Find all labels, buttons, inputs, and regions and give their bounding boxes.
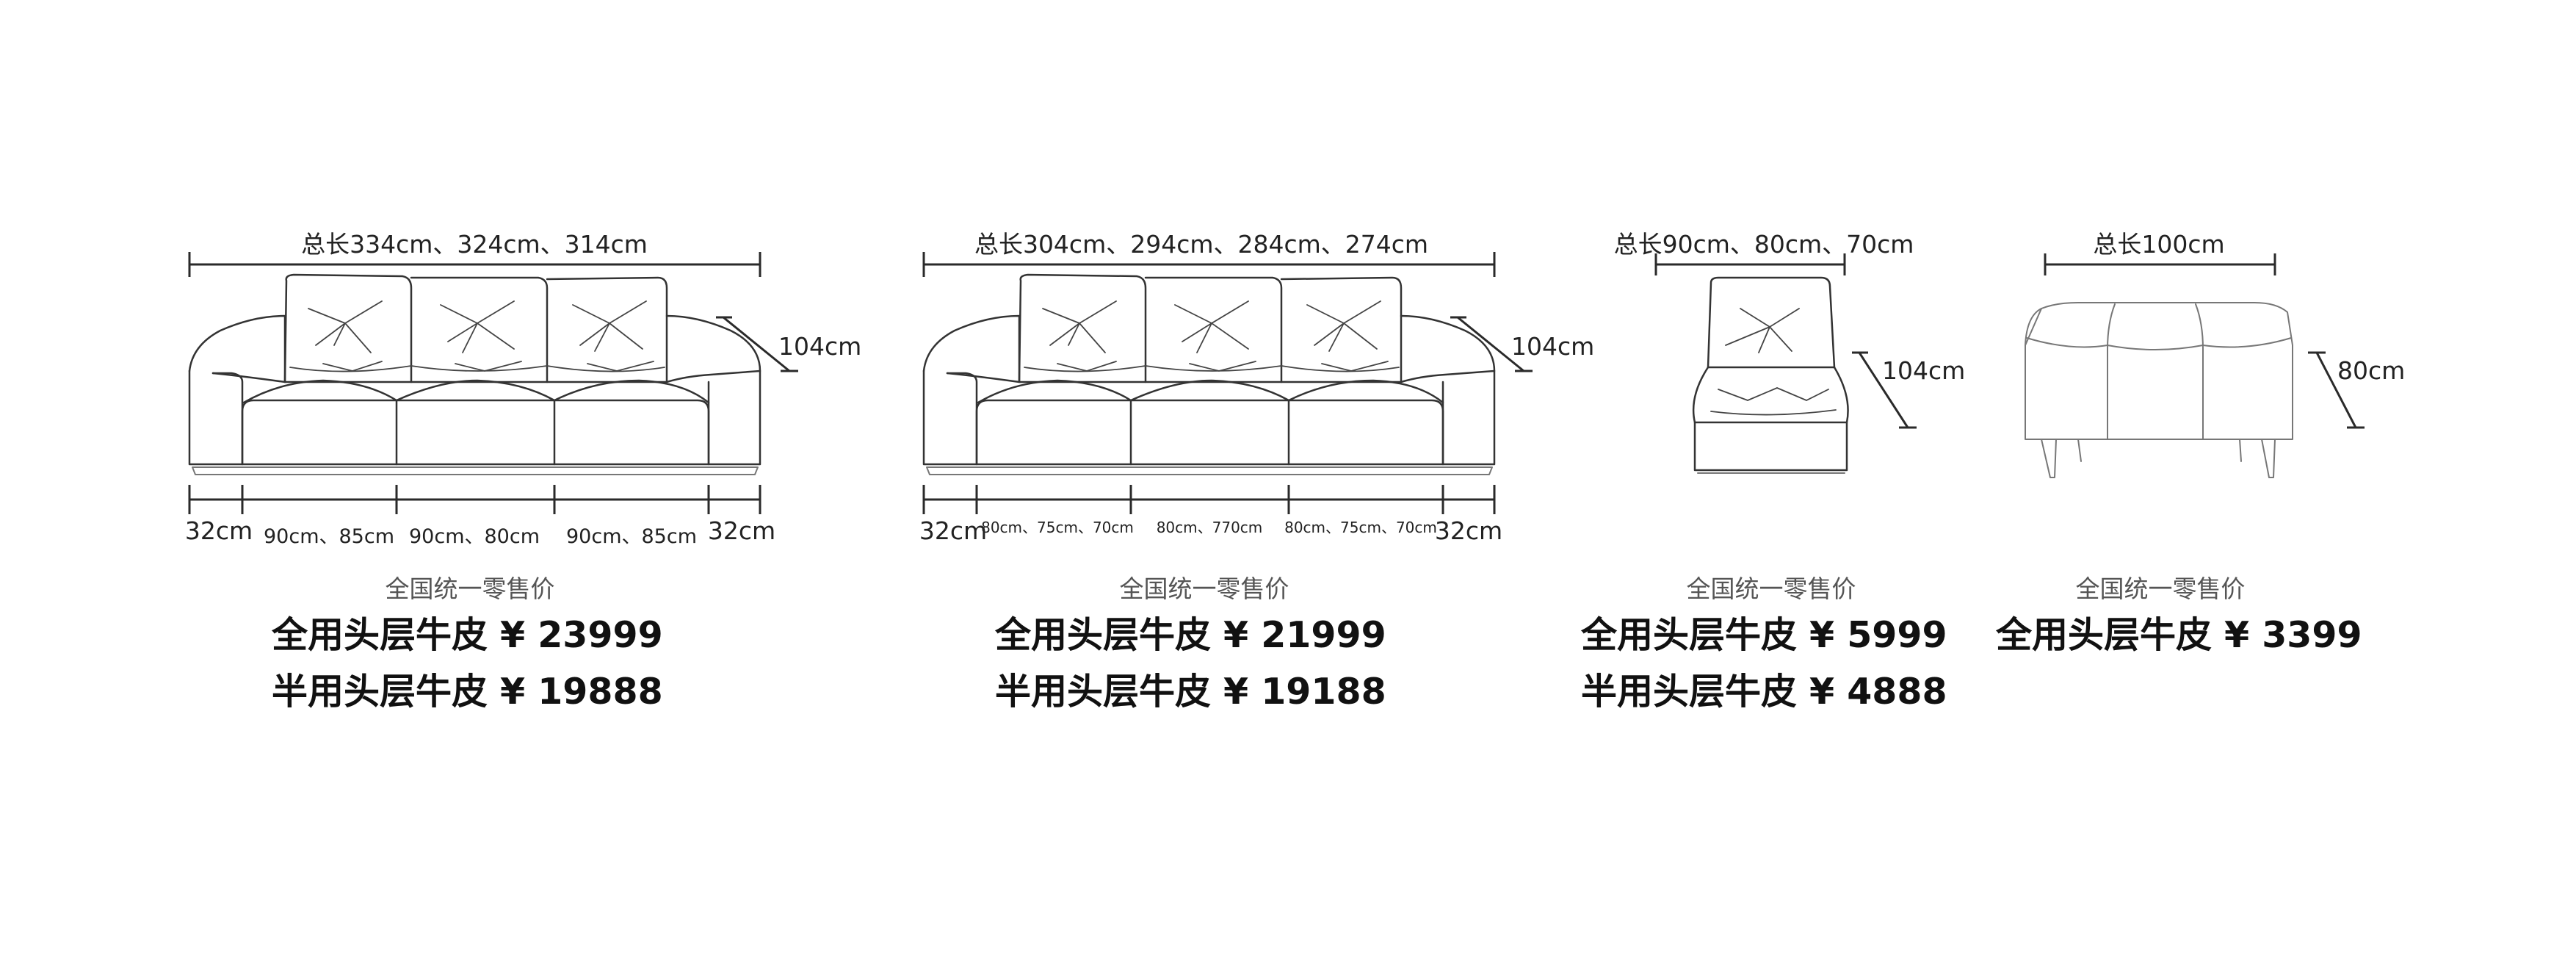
sofa-4seat-price-half: 半用头层牛皮 ¥ 19888 bbox=[272, 671, 663, 713]
sofa-3seat-arm-left: 32cm bbox=[919, 516, 988, 545]
sofa-4seat-seat-2: 90cm、80cm bbox=[408, 525, 540, 548]
sofa-3seat-price-half: 半用头层牛皮 ¥ 19188 bbox=[995, 671, 1386, 713]
sofa-3seat-total-length: 总长304cm、294cm、284cm、274cm bbox=[974, 230, 1429, 259]
chair-total-length: 总长90cm、80cm、70cm bbox=[1613, 230, 1914, 259]
sofa-4seat-total-length: 总长334cm、324cm、314cm bbox=[301, 230, 648, 259]
sofa-4seat-seat-3: 90cm、85cm bbox=[565, 525, 698, 548]
sofa-4seat-price-full: 全用头层牛皮 ¥ 23999 bbox=[272, 614, 663, 656]
ottoman-drawing bbox=[2025, 253, 2365, 478]
sofa-4seat-height: 104cm bbox=[778, 332, 862, 361]
sofa-4seat-arm-left: 32cm bbox=[184, 516, 253, 545]
ottoman-price-full: 全用头层牛皮 ¥ 3399 bbox=[1996, 614, 2362, 656]
sofa-3seat-height: 104cm bbox=[1511, 332, 1595, 361]
sofa-4seat-seat-1: 90cm、85cm bbox=[263, 525, 395, 548]
sofa-4seat-drawing bbox=[188, 252, 798, 514]
chair-price-full: 全用头层牛皮 ¥ 5999 bbox=[1581, 614, 1947, 656]
sofa-4seat-retail-note: 全国统一零售价 bbox=[385, 574, 555, 603]
ottoman-retail-note: 全国统一零售价 bbox=[2075, 574, 2246, 603]
sofa-3seat-arm-right: 32cm bbox=[1434, 516, 1503, 545]
sofa-3seat-seat-3: 80cm、75cm、70cm bbox=[1284, 519, 1437, 536]
chair-drawing bbox=[1654, 253, 1917, 474]
sofa-3seat-drawing bbox=[922, 252, 1533, 514]
chair-price-half: 半用头层牛皮 ¥ 4888 bbox=[1581, 671, 1947, 713]
chair-height: 104cm bbox=[1882, 356, 1966, 385]
sofa-4seat-arm-right: 32cm bbox=[707, 516, 776, 545]
ottoman-height: 80cm bbox=[2337, 356, 2406, 385]
chair-retail-note: 全国统一零售价 bbox=[1686, 574, 1856, 603]
sofa-3seat-retail-note: 全国统一零售价 bbox=[1119, 574, 1289, 603]
ottoman-total-length: 总长100cm bbox=[2093, 230, 2225, 259]
sofa-3seat-seat-1: 80cm、75cm、70cm bbox=[981, 519, 1134, 536]
sofa-3seat-price-full: 全用头层牛皮 ¥ 21999 bbox=[995, 614, 1386, 656]
sofa-3seat-seat-2: 80cm、770cm bbox=[1156, 519, 1263, 536]
